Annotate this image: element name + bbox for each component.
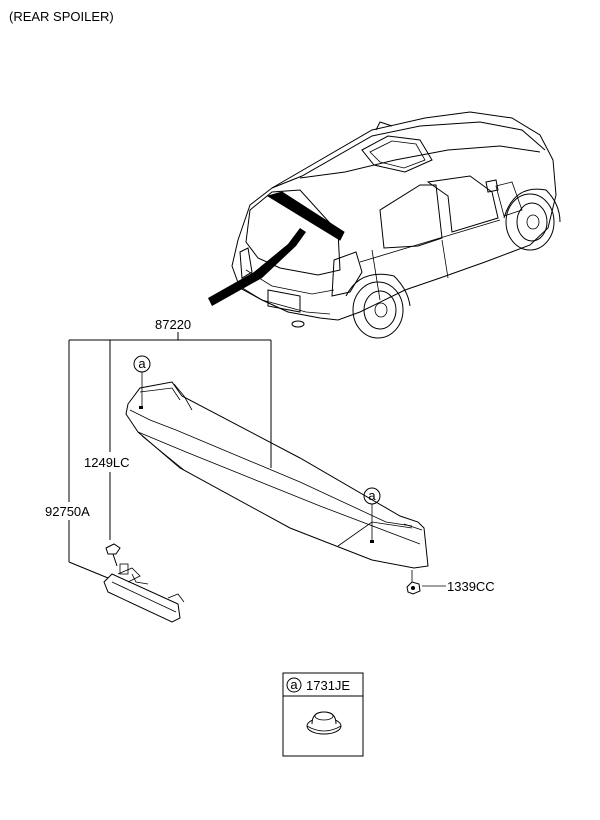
callout-87220: 87220 [155,317,191,332]
diagram-title: (REAR SPOILER) [9,9,114,24]
legend-part-number: 1731JE [306,678,350,693]
ref-marker-left: a [133,355,151,406]
vehicle-illustration [208,111,561,339]
legend-marker: a [290,677,298,692]
ref-marker-right: a [363,487,381,540]
rear-spoiler [125,381,429,569]
callout-1339cc: 1339CC [447,579,495,594]
stop-lamp-part [103,563,185,623]
grommet-part [306,711,342,735]
callout-92750a: 92750A [45,504,90,519]
legend-box: a 1731JE [282,672,364,757]
svg-text:a: a [368,488,376,503]
clip-part [406,581,421,595]
svg-text:a: a [138,356,146,371]
callout-1249lc: 1249LC [84,455,130,470]
leader-lines [68,332,446,587]
screw-part [105,543,121,567]
